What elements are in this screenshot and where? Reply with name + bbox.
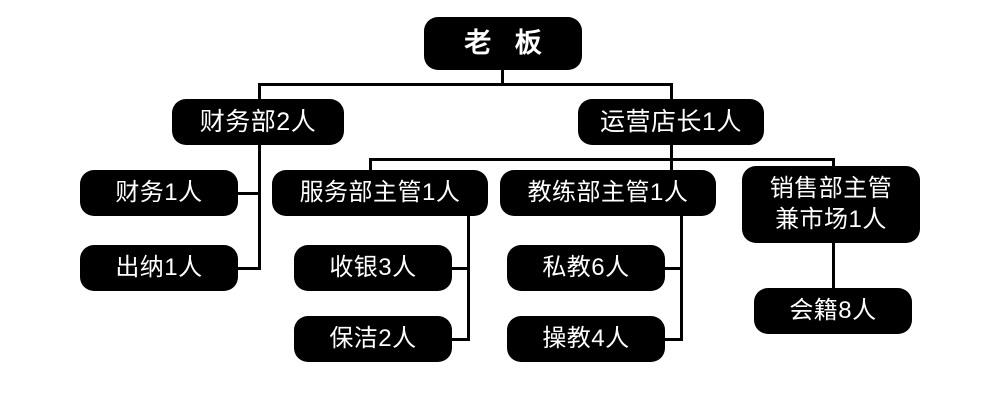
connector-finance-spine [258,144,261,270]
node-group-trainer-label: 操教4人 [542,325,630,353]
node-boss-label: 老 板 [464,27,550,58]
node-cashier-label: 收银3人 [329,254,417,282]
node-cashier-dept-label: 出纳1人 [115,254,203,282]
node-personal-trainer[interactable]: 私教6人 [507,245,665,291]
node-cashier-dept[interactable]: 出纳1人 [80,245,238,291]
node-personal-trainer-label: 私教6人 [542,254,630,282]
connector-coach-spine [680,216,683,341]
node-service-head[interactable]: 服务部主管1人 [272,170,488,216]
connector-coach-to-group-trainer [660,338,682,341]
node-cashier[interactable]: 收银3人 [294,245,452,291]
connector-service-to-cashier [447,267,469,270]
node-boss[interactable]: 老 板 [424,17,582,70]
node-membership[interactable]: 会籍8人 [754,288,912,334]
node-sales-head[interactable]: 销售部主管 兼市场1人 [742,166,920,243]
node-membership-label: 会籍8人 [789,297,877,325]
node-finance-dept[interactable]: 财务部2人 [172,99,344,145]
node-accountant[interactable]: 财务1人 [80,170,238,216]
connector-finance-to-accountant [238,192,260,195]
connector-to-finance-dept [258,83,261,99]
node-coach-head-label: 教练部主管1人 [527,179,689,207]
connector-to-ops-manager [670,83,673,99]
connector-service-to-cleaning [447,338,469,341]
node-coach-head[interactable]: 教练部主管1人 [500,170,716,216]
node-sales-head-label-line2: 兼市场1人 [775,205,887,233]
node-accountant-label: 财务1人 [115,179,203,207]
node-sales-head-label-line1: 销售部主管 [769,174,893,202]
connector-coach-to-personal-trainer [660,267,682,270]
connector-to-service-head [369,158,372,172]
node-group-trainer[interactable]: 操教4人 [507,316,665,362]
node-finance-dept-label: 财务部2人 [199,107,317,136]
node-ops-manager-label: 运营店长1人 [600,107,742,136]
connector-level2-bus [369,158,834,161]
connector-level1-bus [258,83,673,86]
connector-boss-drop [501,70,504,85]
node-cleaning-label: 保洁2人 [329,325,417,353]
node-cleaning[interactable]: 保洁2人 [294,316,452,362]
connector-to-sales-head [832,158,835,172]
connector-finance-to-cashier-dept [238,267,260,270]
node-service-head-label: 服务部主管1人 [299,179,461,207]
connector-ops-drop [670,144,673,160]
connector-to-coach-head [670,158,673,172]
connector-service-spine [467,216,470,341]
connector-sales-to-membership [832,243,835,290]
node-ops-manager[interactable]: 运营店长1人 [578,99,764,145]
